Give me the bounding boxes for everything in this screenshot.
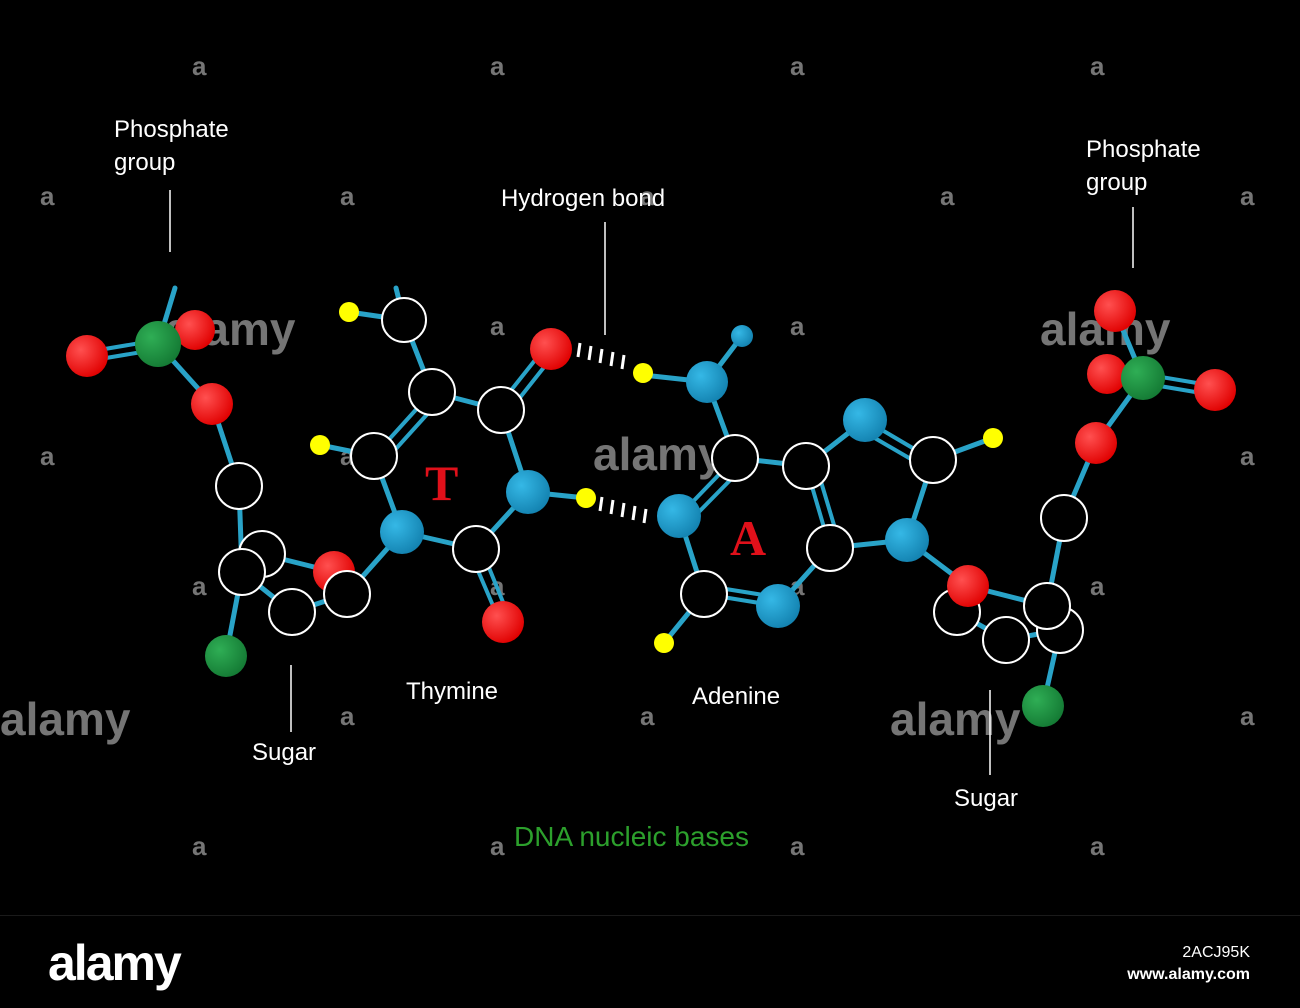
diagram-title: DNA nucleic bases bbox=[514, 821, 749, 852]
watermark-right-bottom: alamy bbox=[890, 693, 1021, 745]
watermark-left-bottom: alamy bbox=[0, 693, 131, 745]
nitrogen-atom bbox=[756, 584, 800, 628]
nitrogen-atom bbox=[731, 325, 753, 347]
carbon-atom bbox=[909, 436, 957, 484]
svg-text:a: a bbox=[192, 831, 207, 861]
svg-text:a: a bbox=[490, 311, 505, 341]
phosphorus-atom bbox=[1022, 685, 1064, 727]
carbon-atom bbox=[452, 525, 500, 573]
label-thymine: Thymine bbox=[406, 678, 498, 705]
carbon-atom bbox=[218, 548, 266, 596]
hydrogen-atom bbox=[983, 428, 1003, 448]
label-adenine: Adenine bbox=[692, 683, 780, 710]
nitrogen-atom bbox=[380, 510, 424, 554]
svg-text:a: a bbox=[340, 181, 355, 211]
dna-diagram: alamy alamy alamy alamy alamy a a a a a … bbox=[0, 51, 1255, 861]
carbon-atom bbox=[711, 434, 759, 482]
site-url: www.alamy.com bbox=[1127, 966, 1250, 983]
oxygen-atom bbox=[66, 335, 108, 377]
hydrogen-bonds bbox=[576, 342, 648, 524]
phosphorus-atom bbox=[205, 635, 247, 677]
hydrogen-bond-upper bbox=[576, 342, 626, 370]
hydrogen-atom bbox=[633, 363, 653, 383]
carbon-atom bbox=[680, 570, 728, 618]
watermark-center: alamy bbox=[593, 428, 724, 480]
oxygen-atom bbox=[1194, 369, 1236, 411]
label-sugar-left: Sugar bbox=[252, 739, 316, 766]
svg-text:a: a bbox=[1240, 701, 1255, 731]
thymine-letter: T bbox=[425, 455, 458, 511]
label-phosphate-left-line1: Phosphate bbox=[114, 116, 229, 143]
label-phosphate-right-line2: group bbox=[1086, 169, 1147, 196]
carbon-atom bbox=[215, 462, 263, 510]
phosphorus-atom bbox=[1121, 356, 1165, 400]
nitrogen-atom bbox=[657, 494, 701, 538]
svg-text:a: a bbox=[40, 181, 55, 211]
label-phosphate-left-line2: group bbox=[114, 149, 175, 176]
adenine-letter: A bbox=[730, 510, 766, 566]
carbon-atom bbox=[323, 570, 371, 618]
svg-text:a: a bbox=[940, 181, 955, 211]
hydrogen-atom bbox=[310, 435, 330, 455]
label-hydrogen-bond: Hydrogen bond bbox=[501, 185, 665, 212]
carbon-atom bbox=[477, 386, 525, 434]
svg-text:a: a bbox=[790, 311, 805, 341]
nitrogen-atom bbox=[843, 398, 887, 442]
oxygen-atom bbox=[191, 383, 233, 425]
svg-text:a: a bbox=[1090, 571, 1105, 601]
svg-text:a: a bbox=[640, 181, 655, 211]
nitrogen-atom bbox=[506, 470, 550, 514]
oxygen-atom bbox=[482, 601, 524, 643]
svg-text:a: a bbox=[192, 51, 207, 81]
oxygen-atom bbox=[1075, 422, 1117, 464]
svg-text:a: a bbox=[1240, 181, 1255, 211]
nitrogen-atom bbox=[686, 361, 728, 403]
carbon-atom bbox=[350, 432, 398, 480]
svg-text:a: a bbox=[1240, 441, 1255, 471]
footer-bar: alamy 2ACJ95K www.alamy.com bbox=[0, 915, 1300, 1008]
svg-text:a: a bbox=[192, 571, 207, 601]
svg-text:a: a bbox=[790, 831, 805, 861]
svg-text:a: a bbox=[490, 51, 505, 81]
hydrogen-atom bbox=[339, 302, 359, 322]
oxygen-atom bbox=[1094, 290, 1136, 332]
hydrogen-atom bbox=[576, 488, 596, 508]
svg-text:a: a bbox=[40, 441, 55, 471]
carbon-atom bbox=[408, 368, 456, 416]
leader-lines bbox=[169, 190, 1134, 775]
hydrogen-atom bbox=[654, 633, 674, 653]
carbon-atom bbox=[982, 616, 1030, 664]
brand-logo: alamy bbox=[48, 935, 182, 991]
carbon-atom bbox=[1023, 582, 1071, 630]
watermark: alamy alamy alamy alamy alamy a a a a a … bbox=[0, 51, 1255, 861]
svg-text:a: a bbox=[790, 51, 805, 81]
carbon-atom bbox=[806, 524, 854, 572]
label-sugar-right: Sugar bbox=[954, 785, 1018, 812]
labels: Phosphate group Hydrogen bond Phosphate … bbox=[114, 116, 1201, 852]
carbon-atom bbox=[782, 442, 830, 490]
oxygen-atom bbox=[1087, 354, 1127, 394]
oxygen-atom bbox=[175, 310, 215, 350]
atoms bbox=[66, 290, 1236, 727]
svg-text:a: a bbox=[1090, 831, 1105, 861]
oxygen-atom bbox=[530, 328, 572, 370]
svg-text:a: a bbox=[340, 701, 355, 731]
svg-text:a: a bbox=[490, 831, 505, 861]
nitrogen-atom bbox=[885, 518, 929, 562]
oxygen-atom bbox=[947, 565, 989, 607]
label-phosphate-right-line1: Phosphate bbox=[1086, 136, 1201, 163]
image-id: 2ACJ95K bbox=[1182, 944, 1250, 961]
carbon-atom bbox=[1040, 494, 1088, 542]
carbon-atom bbox=[381, 297, 427, 343]
phosphorus-atom bbox=[135, 321, 181, 367]
svg-text:a: a bbox=[1090, 51, 1105, 81]
svg-text:a: a bbox=[640, 701, 655, 731]
carbon-atom bbox=[268, 588, 316, 636]
hydrogen-bond-lower bbox=[598, 496, 648, 524]
